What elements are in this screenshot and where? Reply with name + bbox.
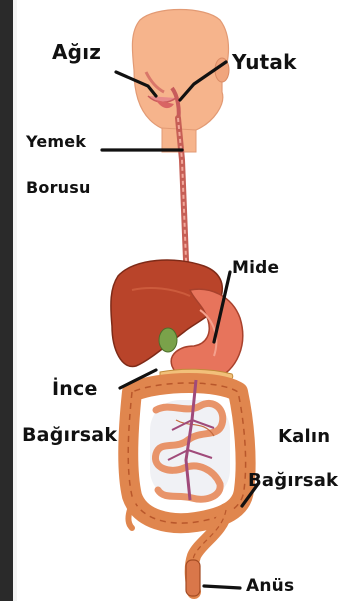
- label-mide: Mide: [232, 258, 279, 278]
- label-anus: Anüs: [246, 576, 294, 596]
- label-yemek-line2: Borusu: [26, 178, 91, 197]
- label-ince-line2: Bağırsak: [22, 424, 117, 446]
- label-kalin-line1: Kalın: [278, 426, 330, 447]
- small-intestine: [150, 380, 230, 500]
- pointer-anus: [204, 586, 240, 588]
- label-kalin-line2: Bağırsak: [248, 470, 338, 491]
- label-agiz: Ağız: [52, 40, 101, 64]
- rectum: [186, 560, 200, 596]
- label-yutak: Yutak: [232, 50, 297, 74]
- label-yemek-line1: Yemek: [26, 132, 86, 151]
- label-ince-line1: İnce: [52, 378, 98, 400]
- gallbladder: [159, 328, 177, 352]
